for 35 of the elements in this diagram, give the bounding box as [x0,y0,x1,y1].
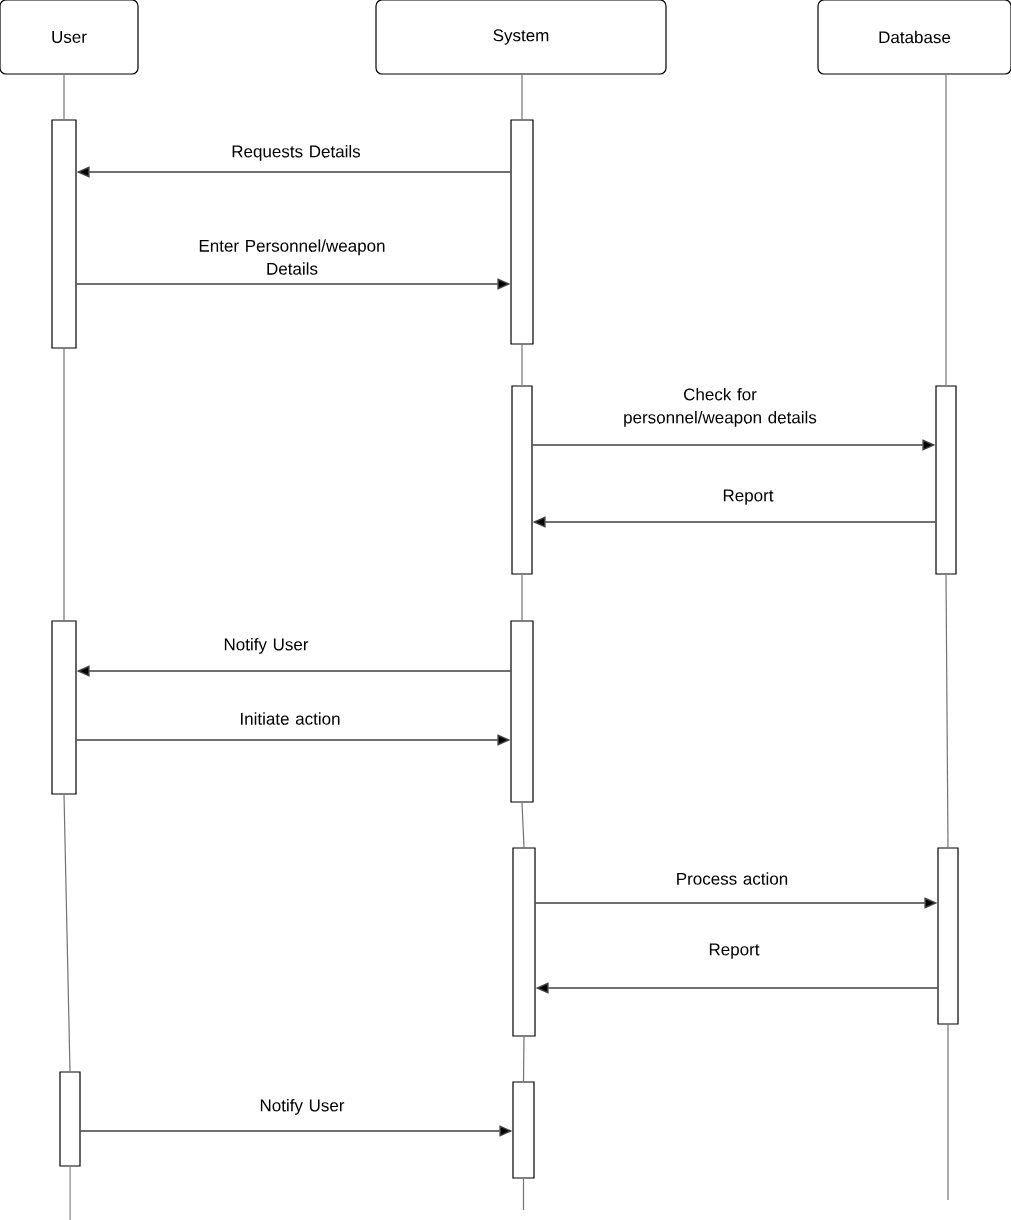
edge-label: Check for personnel/weapon details [624,387,817,427]
lifeline-header-box: System [375,0,667,75]
edge-label: Initiate action [241,712,340,725]
lifeline [947,1024,949,1201]
lifeline [522,1036,525,1082]
edge-label: Enter Personnel/weapon Details [199,239,385,275]
activation-bar [937,847,959,1025]
lifeline [63,794,71,1072]
activation-bar [512,847,536,1037]
edge-label: Notify User [224,637,309,654]
edge-label: Report [723,489,774,505]
activation-bar [51,620,77,795]
lifeline [945,74,947,386]
edge-label: Report [709,943,760,959]
edge-label: Process action [677,872,788,885]
edge-label: Requests Details [232,144,361,161]
lifeline [63,348,65,621]
lifeline [522,1178,525,1211]
activation-bar [511,385,533,575]
activation-bar [510,620,534,803]
lifeline-header-box: User [0,0,139,75]
activation-bar [51,119,77,349]
lifeline [521,74,523,120]
lifeline [69,1166,71,1220]
activation-bar [510,119,534,345]
lifeline [521,574,523,621]
activation-bar [935,385,957,575]
lifeline [521,802,525,848]
lifeline [521,344,523,386]
lifeline [63,74,65,120]
lifeline-header-box: Database [817,0,1011,75]
edge-label: Notify User [260,1098,345,1115]
activation-bar [512,1081,535,1179]
activation-bar [59,1071,81,1167]
lifeline [945,574,949,848]
